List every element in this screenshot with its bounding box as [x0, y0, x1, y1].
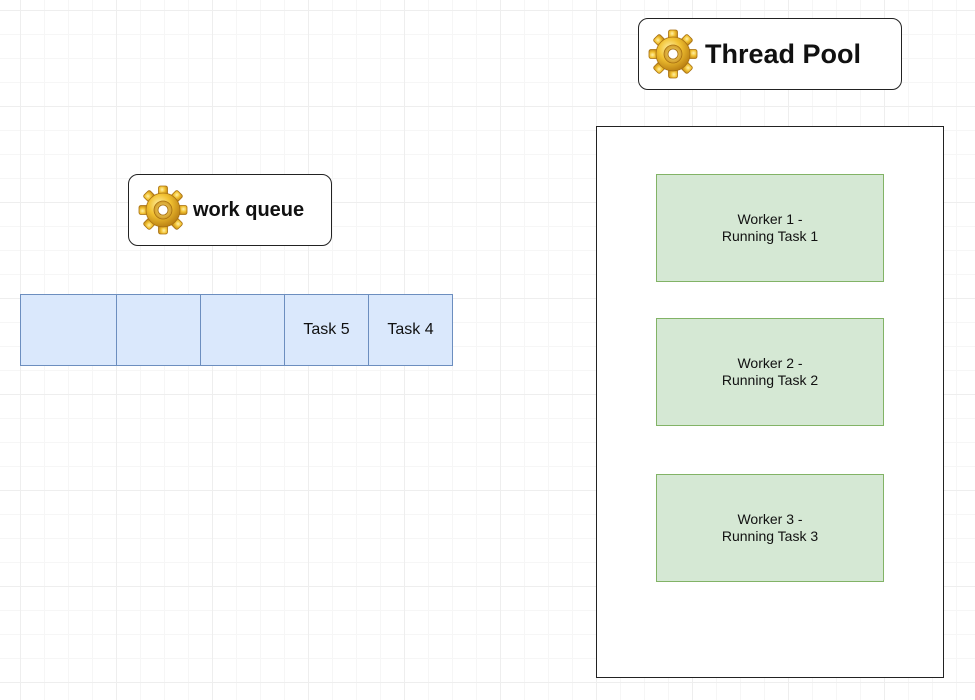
worker-name: Worker 1 -	[737, 211, 803, 227]
queue-slot	[116, 294, 201, 366]
worker-box: Worker 3 - Running Task 3	[656, 474, 884, 582]
worker-status: Running Task 1	[721, 228, 819, 244]
work-queue-title-box: work queue	[128, 174, 332, 246]
work-queue-title: work queue	[193, 198, 305, 221]
worker-name: Worker 3 -	[737, 511, 803, 527]
thread-pool-title: Thread Pool	[705, 38, 862, 69]
gear-icon	[647, 28, 699, 80]
queue-slot: Task 5	[284, 294, 369, 366]
worker-box: Worker 1 - Running Task 1	[656, 174, 884, 282]
queue-slot	[200, 294, 285, 366]
worker-box: Worker 2 - Running Task 2	[656, 318, 884, 426]
gear-icon	[137, 184, 189, 236]
thread-pool-title-box: Thread Pool	[638, 18, 902, 90]
worker-status: Running Task 2	[721, 372, 819, 388]
worker-status: Running Task 3	[721, 528, 819, 544]
worker-name: Worker 2 -	[737, 355, 803, 371]
queue-slot: Task 4	[368, 294, 453, 366]
queue-slot	[20, 294, 117, 366]
